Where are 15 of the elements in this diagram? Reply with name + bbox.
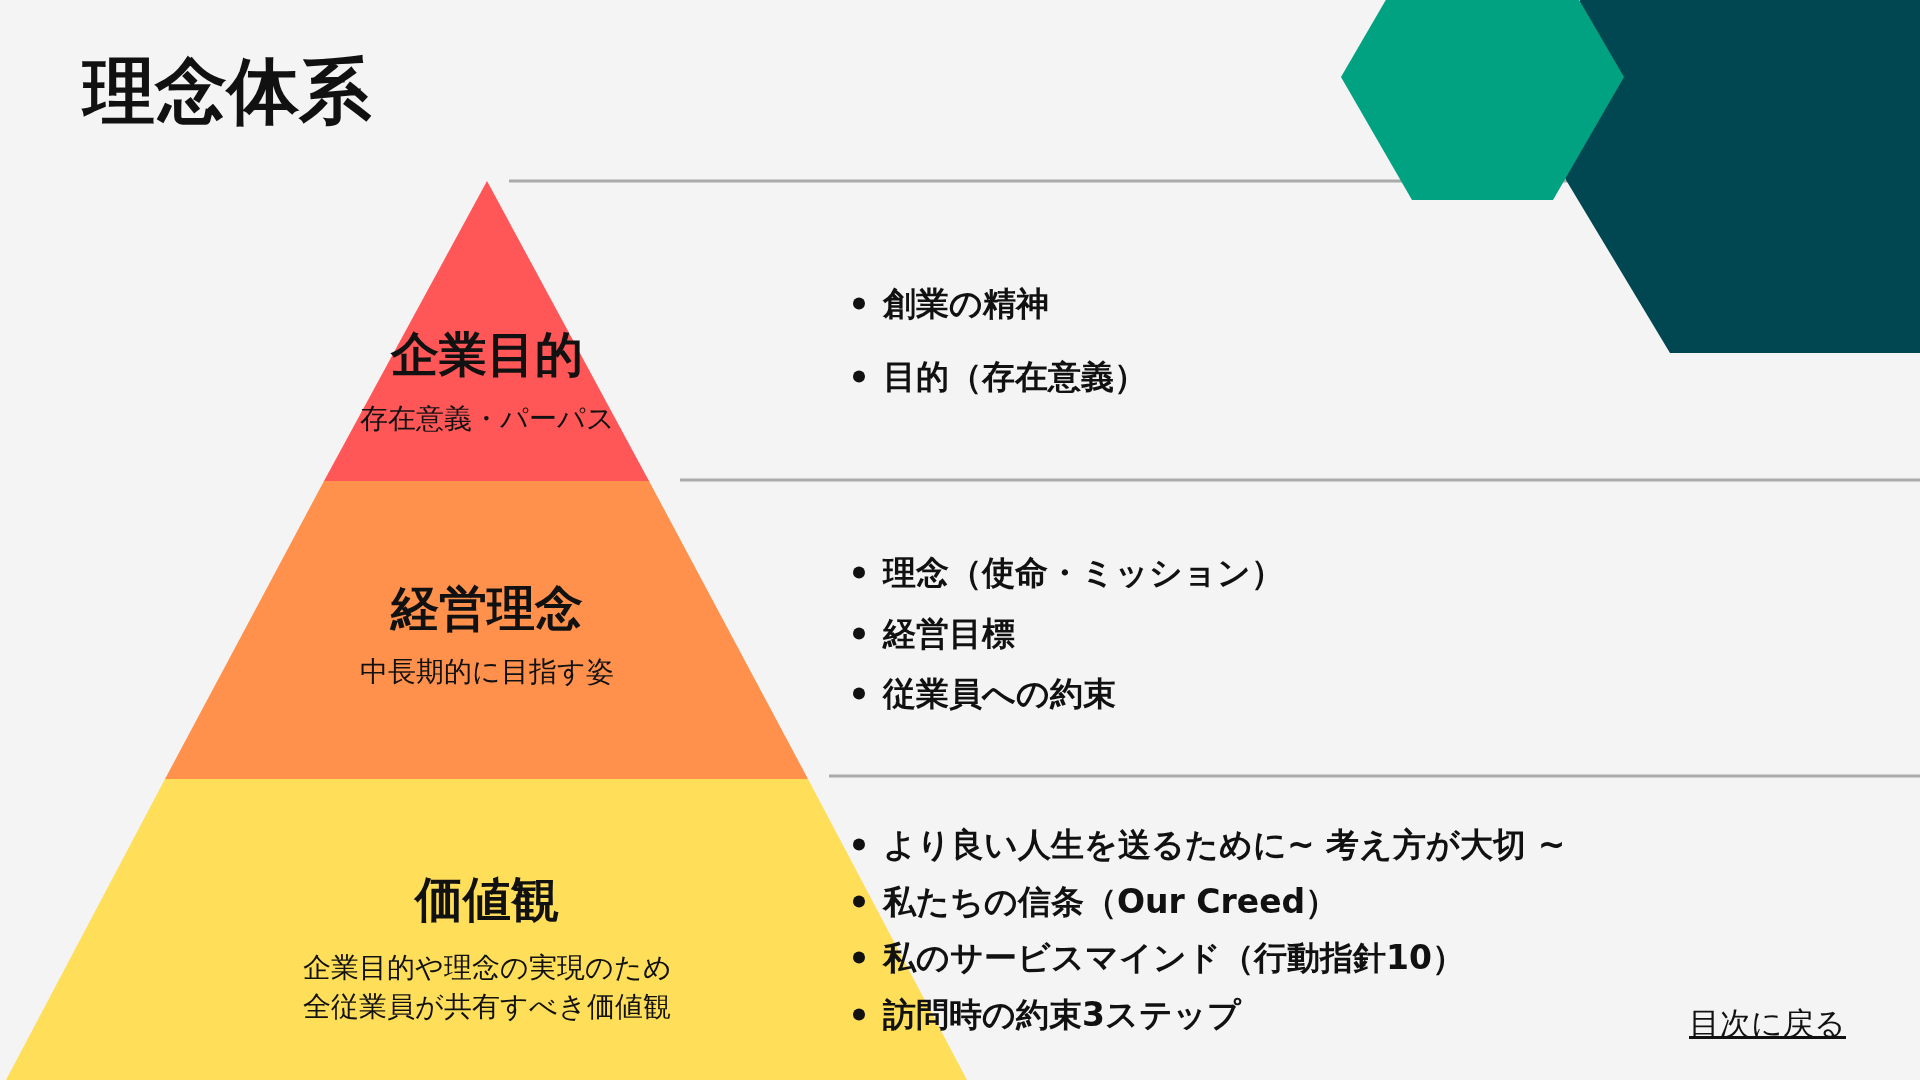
level-description: 存在意義・パーパス: [359, 401, 615, 438]
back-link: 目次に戻る: [1689, 1004, 1846, 1043]
level-heading: 経営理念: [391, 580, 583, 638]
bullet-text: 従業員への約束: [883, 672, 1116, 715]
page-title: 理念体系: [83, 48, 371, 135]
level-heading: 企業目的: [391, 326, 583, 384]
level-description: 中長期的に目指す姿: [360, 654, 614, 691]
level-description: 企業目的や理念の実現のため全従業員が共有すべき価値観: [301, 949, 673, 1025]
bullet-text: 目的（存在意義）: [883, 355, 1147, 398]
bullet-text: 私たちの信条（Our Creed）: [883, 880, 1339, 923]
bullet-text: 経営目標: [883, 612, 1015, 655]
level-heading: 価値観: [415, 871, 559, 929]
bullet-text: 創業の精神: [883, 282, 1049, 325]
bullet-text: より良い人生を送るために~ 考え方が大切 ~: [883, 823, 1566, 866]
bullet-text: 理念（使命・ミッション）: [883, 551, 1284, 594]
